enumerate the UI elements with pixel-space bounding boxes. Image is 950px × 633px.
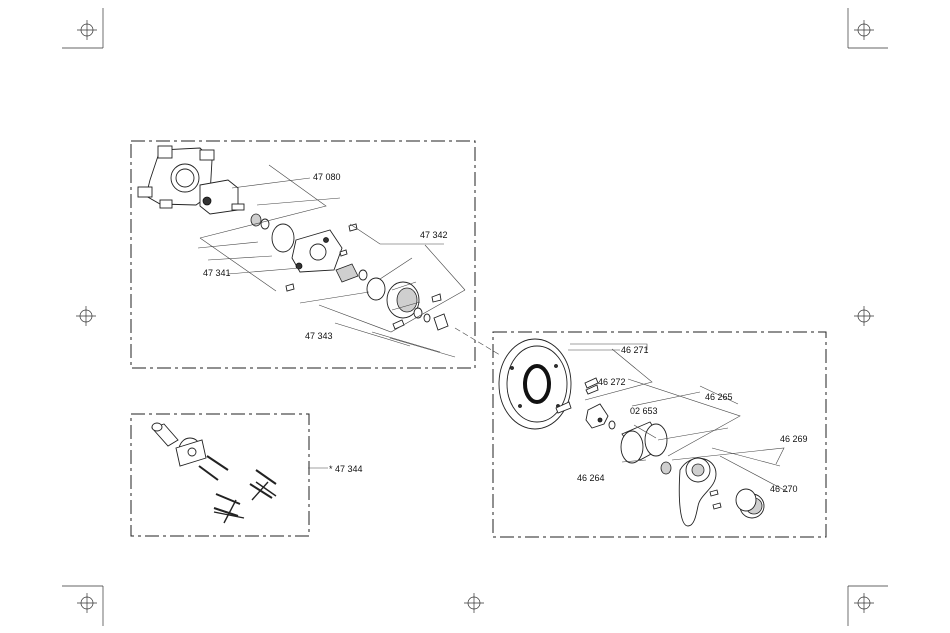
part-label-47343: 47 343: [305, 331, 333, 341]
part-label-46272: 46 272: [598, 377, 626, 387]
part-label-47344: * 47 344: [329, 464, 363, 474]
part-label-47341: 47 341: [203, 268, 231, 278]
part-label-46270: 46 270: [770, 484, 798, 494]
valve-body-parts: [138, 146, 448, 330]
trim-kit-parts: [152, 423, 328, 523]
part-label-47080: 47 080: [313, 172, 341, 182]
part-label-02653: 02 653: [630, 406, 658, 416]
part-label-46271: 46 271: [621, 345, 649, 355]
handle-trim-parts: [499, 339, 764, 526]
part-label-47342: 47 342: [420, 230, 448, 240]
part-label-46269: 46 269: [780, 434, 808, 444]
part-label-46264: 46 264: [577, 473, 605, 483]
part-label-46265: 46 265: [705, 392, 733, 402]
